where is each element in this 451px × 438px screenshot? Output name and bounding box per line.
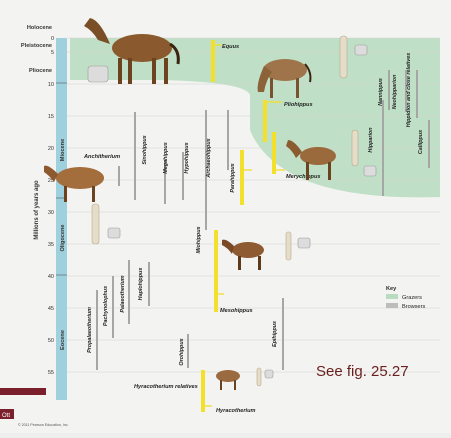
axis-tick-label: 35 xyxy=(48,242,54,248)
label-archaeohippus: Archaeohippus xyxy=(206,138,212,178)
label-nannippus: Nannippus xyxy=(378,78,384,106)
label-hypohippus: Hypohippus xyxy=(184,142,190,173)
label-pachynolophus: Pachynolophus xyxy=(103,286,109,326)
axis-tick-label: 40 xyxy=(48,274,54,280)
label-orohippus: Orohippus xyxy=(179,338,185,365)
label-merychippus: Merychippus xyxy=(286,174,321,180)
legend-title: Key xyxy=(386,286,397,292)
axis-tick-label: 0 xyxy=(51,36,54,42)
legend-swatch-grazers xyxy=(386,294,398,299)
axis-tick-label: 5 xyxy=(51,50,54,56)
copyright: © 2011 Pearson Education, Inc. xyxy=(18,423,69,427)
legend-label-browsers: Browsers xyxy=(402,304,426,310)
axis-tick-label: 55 xyxy=(48,370,54,376)
epoch-oligocene: Oligocene xyxy=(60,224,66,251)
label-palaeotherium: Palaeotherium xyxy=(120,275,126,312)
lineage-merychippus xyxy=(272,132,276,174)
label-pliohippus: Pliohippus xyxy=(284,102,313,108)
label-hippidion: Hippidion and close relatives xyxy=(406,53,412,128)
axis-tick-label: 10 xyxy=(48,82,54,88)
label-haplohippus: Haplohippus xyxy=(138,268,144,301)
lineage-pliohippus xyxy=(263,100,267,142)
epoch-miocene: Miocene xyxy=(60,139,66,161)
label-neohipparion: Neohipparion xyxy=(392,74,398,109)
lineage-equus xyxy=(211,40,215,82)
label-callippus: Callippus xyxy=(418,130,424,154)
axis-tick-label: 20 xyxy=(48,146,54,152)
label-hyracotherium-relatives: Hyracotherium relatives xyxy=(134,384,198,390)
corner-text: Ott xyxy=(2,413,10,419)
epoch-holocene: Holocene xyxy=(27,25,52,31)
see-figure-note: See fig. 25.27 xyxy=(316,363,409,380)
axis-tick-label: 45 xyxy=(48,306,54,312)
label-anchitherium: Anchitherium xyxy=(83,154,120,160)
legend-swatch-browsers xyxy=(386,303,398,308)
label-parahippus: Parahippus xyxy=(230,163,236,192)
lineage-parahippus xyxy=(240,150,244,205)
label-sinohippus: Sinohippus xyxy=(142,135,148,164)
label-epihippus: Epihippus xyxy=(272,321,278,347)
label-equus: Equus xyxy=(222,44,239,50)
epoch-pleistocene: Pleistocene xyxy=(21,43,52,49)
axis-tick-label: 30 xyxy=(48,210,54,216)
label-miohippus: Miohippus xyxy=(196,227,202,254)
lineage-mesohippus xyxy=(214,230,218,312)
label-hipparion: Hipparion xyxy=(368,127,374,153)
lineage-hyracotherium xyxy=(201,370,205,412)
y-axis-label: Millions of years ago xyxy=(34,180,40,240)
epoch-eocene: Eocene xyxy=(60,330,66,350)
axis-tick-label: 15 xyxy=(48,114,54,120)
label-megahippus: Megahippus xyxy=(163,142,169,173)
label-propalaeotherium: Propalaeotherium xyxy=(87,307,93,353)
epoch-pliocene: Pliocene xyxy=(29,68,52,74)
slide-bar-top xyxy=(0,388,46,395)
axis-tick-label: 50 xyxy=(48,338,54,344)
legend-label-grazers: Grazers xyxy=(402,295,422,301)
label-mesohippus: Mesohippus xyxy=(220,308,253,314)
label-hyracotherium: Hyracotherium xyxy=(216,408,256,414)
